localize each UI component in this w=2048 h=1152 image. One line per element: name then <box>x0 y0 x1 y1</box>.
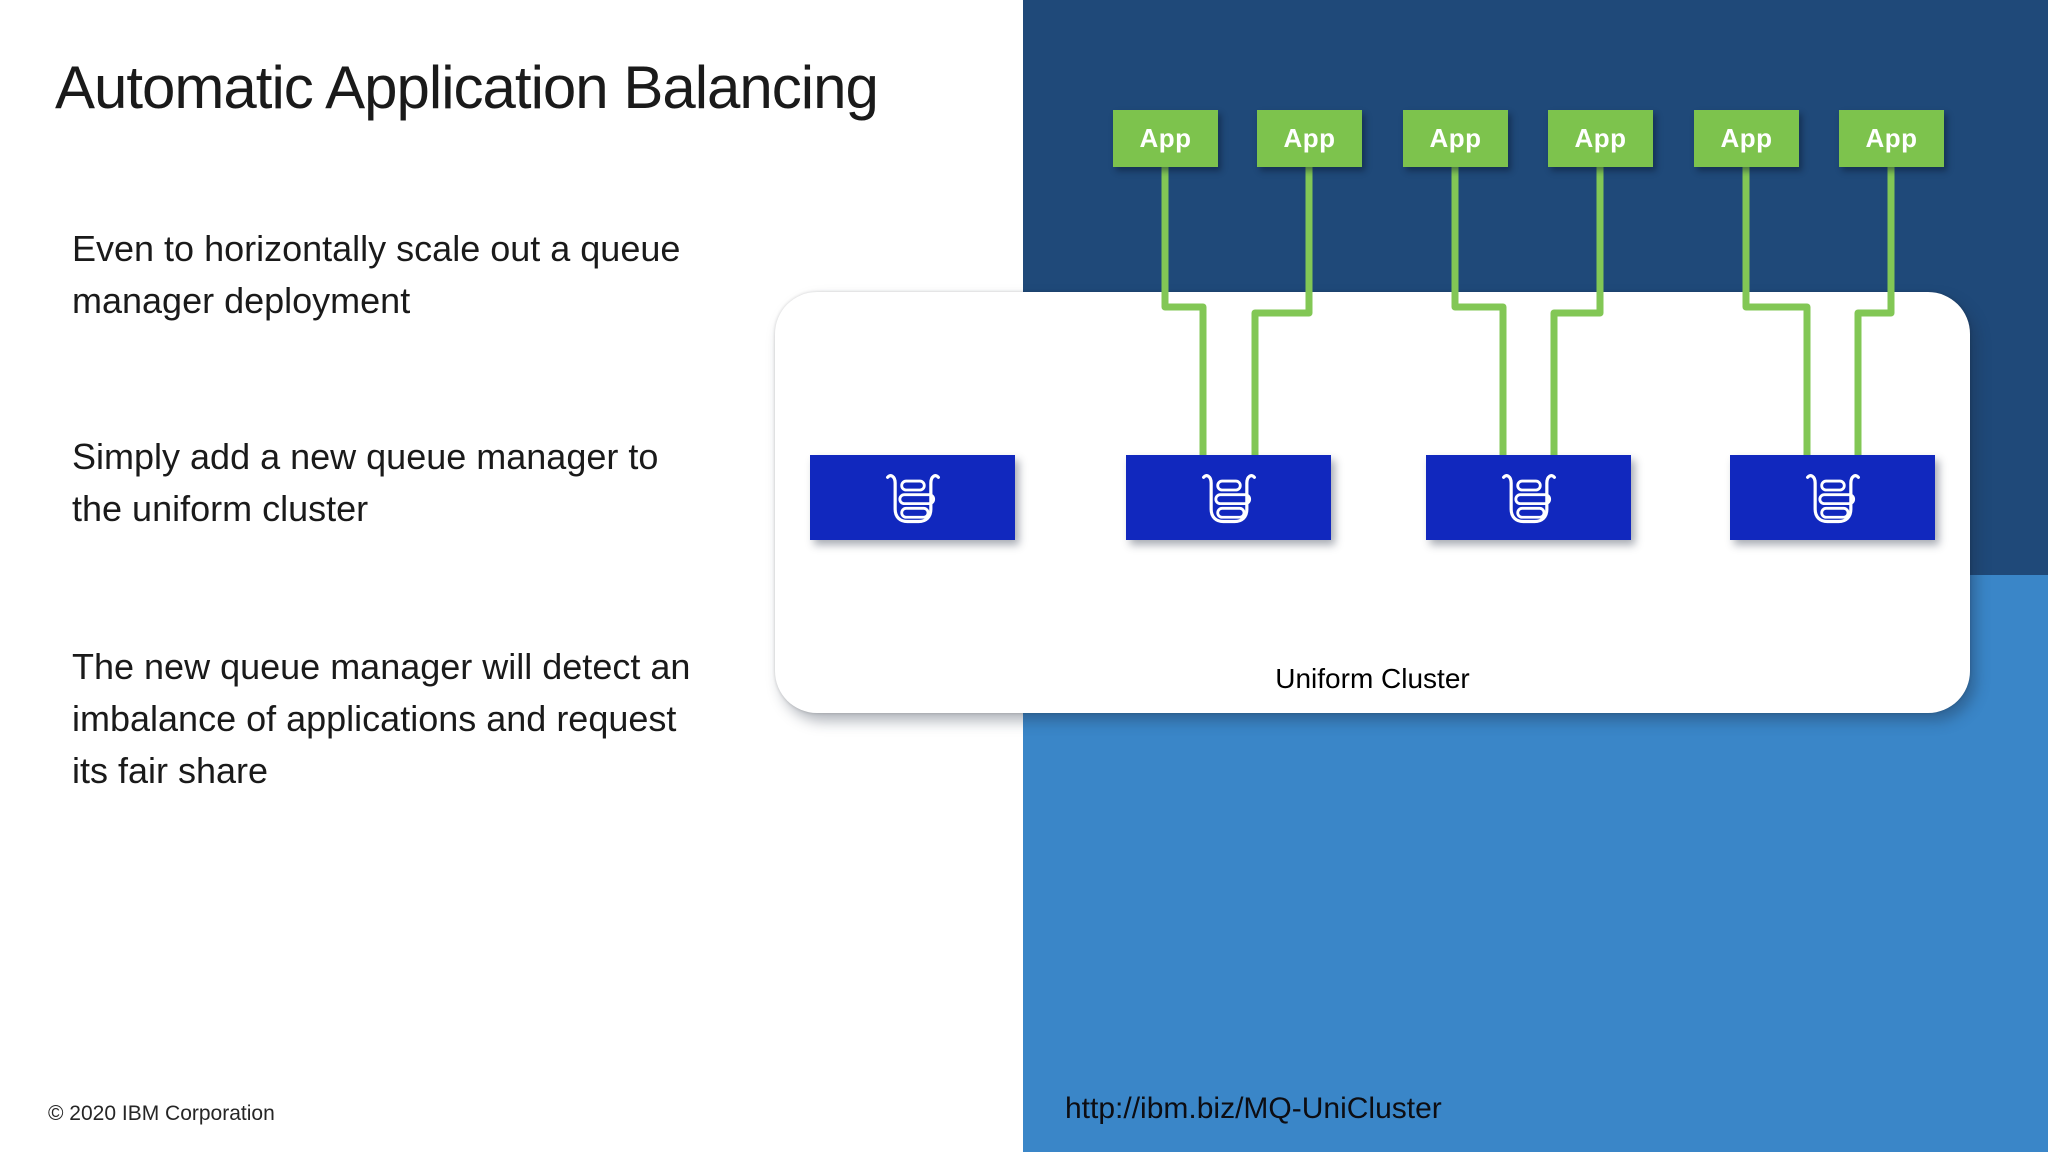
queue-manager-box-3 <box>1426 455 1631 540</box>
queue-icon <box>1805 473 1860 523</box>
uniform-cluster-label: Uniform Cluster <box>1275 663 1470 694</box>
app-label: App <box>1429 123 1482 153</box>
copyright-text: © 2020 IBM Corporation <box>48 1102 275 1125</box>
app-box-6: App <box>1839 110 1944 167</box>
bullet-detect-imbalance: The new queue manager will detect an imb… <box>72 646 691 792</box>
app-box-2: App <box>1257 110 1362 167</box>
queue-manager-box-1 <box>810 455 1015 540</box>
bullet-add-queue-manager: Simply add a new queue manager to the un… <box>72 436 659 530</box>
app-box-1: App <box>1113 110 1218 167</box>
app-label: App <box>1139 123 1192 153</box>
queue-icon <box>1201 473 1256 523</box>
app-label: App <box>1865 123 1918 153</box>
queue-icon <box>885 473 940 523</box>
queue-icon <box>1501 473 1556 523</box>
app-label: App <box>1720 123 1773 153</box>
app-label: App <box>1283 123 1336 153</box>
queue-manager-box-2 <box>1126 455 1331 540</box>
bullet-scale-out: Even to horizontally scale out a queue m… <box>72 228 681 322</box>
page-title: Automatic Application Balancing <box>55 54 879 121</box>
queue-manager-box-4 <box>1730 455 1935 540</box>
app-box-3: App <box>1403 110 1508 167</box>
mq-unicluster-link[interactable]: http://ibm.biz/MQ-UniCluster <box>1065 1092 1442 1125</box>
app-label: App <box>1574 123 1627 153</box>
app-box-5: App <box>1694 110 1799 167</box>
app-box-4: App <box>1548 110 1653 167</box>
